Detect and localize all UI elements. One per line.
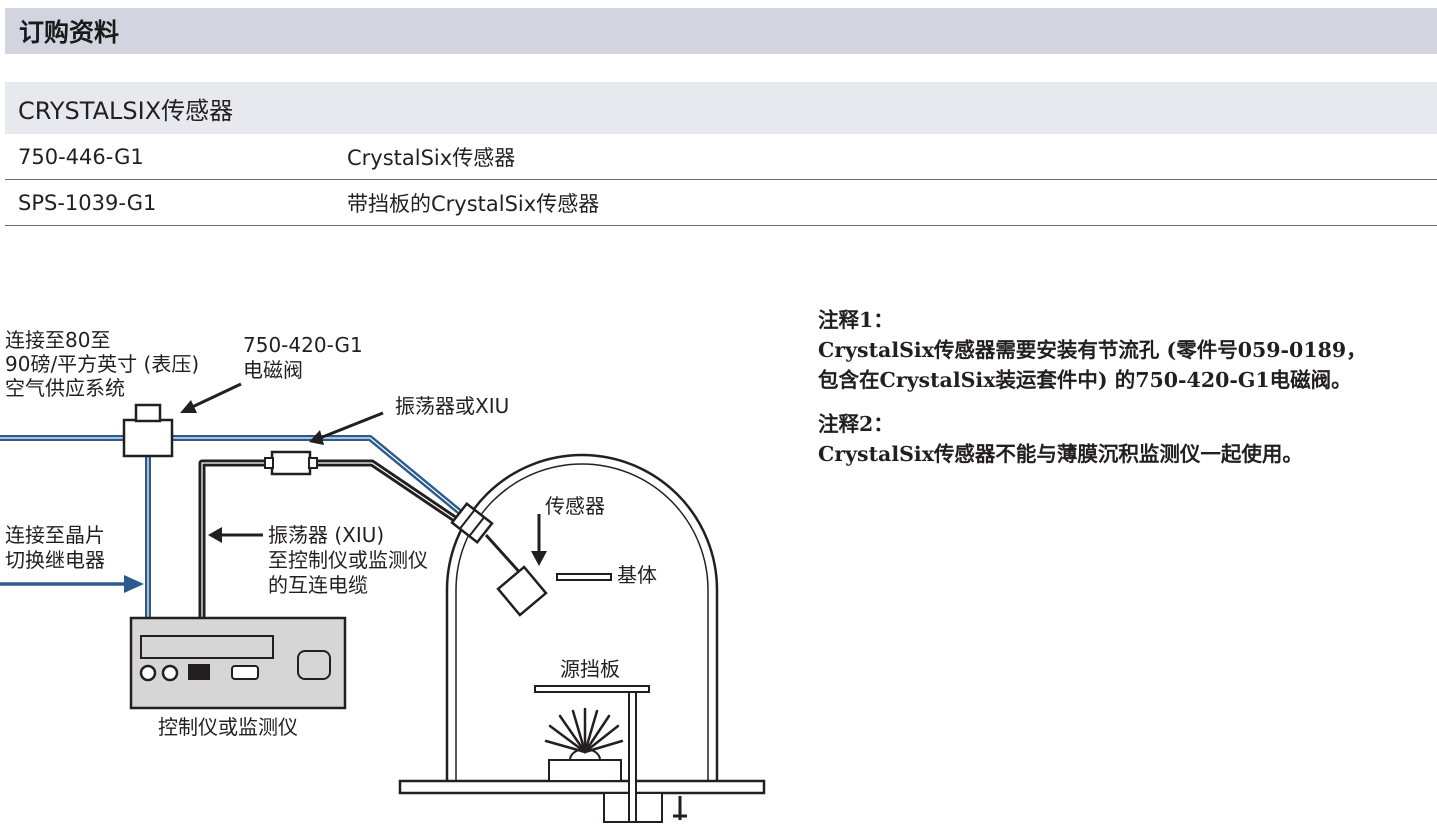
part-description: CrystalSix传感器 xyxy=(347,145,516,170)
source-shutter-shaft xyxy=(628,691,637,823)
source-shutter-plate xyxy=(534,685,650,693)
controller-knob-icon xyxy=(161,664,179,682)
substrate-label: 基体 xyxy=(617,563,657,587)
ordering-table: CRYSTALSIX传感器 750-446-G1 CrystalSix传感器 S… xyxy=(5,82,1437,226)
part-description: 带挡板的CrystalSix传感器 xyxy=(347,191,600,216)
controller-display xyxy=(140,635,274,659)
oscillator-box-end-right xyxy=(308,457,318,469)
sensor-feedthrough xyxy=(450,501,494,545)
notes-section: 注释1： CrystalSix传感器需要安装有节流孔 (零件号059-0189，… xyxy=(818,305,1433,483)
cable-connector xyxy=(188,664,210,680)
cable-label: 振荡器 (XIU) 至控制仪或监测仪 的互连电缆 xyxy=(268,523,434,597)
air-supply-label: 连接至80至 90磅/平方英寸 (表压) 空气供应系统 xyxy=(5,328,206,400)
evaporant-plume-icon xyxy=(544,707,624,754)
oscillator-box-end-left xyxy=(264,457,274,469)
controller-power-button xyxy=(297,650,331,680)
note-title: 注释1： xyxy=(818,308,894,332)
substrate-plate xyxy=(556,573,612,581)
table-row: SPS-1039-G1 带挡板的CrystalSix传感器 xyxy=(5,180,1437,226)
part-number: 750-446-G1 xyxy=(18,144,144,169)
table-row: 750-446-G1 CrystalSix传感器 xyxy=(5,134,1437,180)
vacuum-chamber-outline xyxy=(445,453,719,784)
evaporation-source xyxy=(548,759,622,782)
sensor-stem xyxy=(484,533,524,577)
oscillator-label: 振荡器或XIU xyxy=(395,394,509,418)
solenoid-valve xyxy=(122,418,174,458)
air-port-icon xyxy=(139,664,157,682)
note-line: CrystalSix传感器不能与薄膜沉积监测仪一起使用。 xyxy=(818,442,1303,466)
crystal-sensor xyxy=(496,565,548,617)
controller-label: 控制仪或监测仪 xyxy=(158,715,298,739)
note-2: 注释2： CrystalSix传感器不能与薄膜沉积监测仪一起使用。 xyxy=(818,409,1433,469)
section-banner: 订购资料 xyxy=(5,8,1437,54)
note-line: CrystalSix传感器需要安装有节流孔 (零件号059-0189， xyxy=(818,338,1367,362)
solenoid-valve-top xyxy=(134,403,162,423)
part-number: SPS-1039-G1 xyxy=(18,190,157,215)
note-title: 注释2： xyxy=(818,412,894,436)
callout-arrows xyxy=(180,382,547,566)
solenoid-label: 750-420-G1 电磁阀 xyxy=(243,333,369,382)
table-group-header: CRYSTALSIX传感器 xyxy=(5,82,1437,134)
sensor-label: 传感器 xyxy=(545,494,605,518)
chamber-baseplate xyxy=(398,779,766,795)
note-1: 注释1： CrystalSix传感器需要安装有节流孔 (零件号059-0189，… xyxy=(818,305,1433,395)
section-title: 订购资料 xyxy=(19,18,120,47)
group-title: CRYSTALSIX传感器 xyxy=(18,96,234,125)
vacuum-chamber-inner xyxy=(455,463,709,784)
source-shutter-label: 源挡板 xyxy=(560,657,620,681)
note-line: 包含在CrystalSix装运套件中) 的750-420-G1电磁阀。 xyxy=(818,368,1352,392)
relay-arrow-icon xyxy=(124,575,144,593)
installation-diagram: 连接至80至 90磅/平方英寸 (表压) 空气供应系统 750-420-G1 电… xyxy=(0,328,766,823)
oscillator-box xyxy=(270,450,312,476)
controller-port xyxy=(231,665,259,680)
wafer-relay-label: 连接至晶片 切换继电器 xyxy=(5,523,111,572)
